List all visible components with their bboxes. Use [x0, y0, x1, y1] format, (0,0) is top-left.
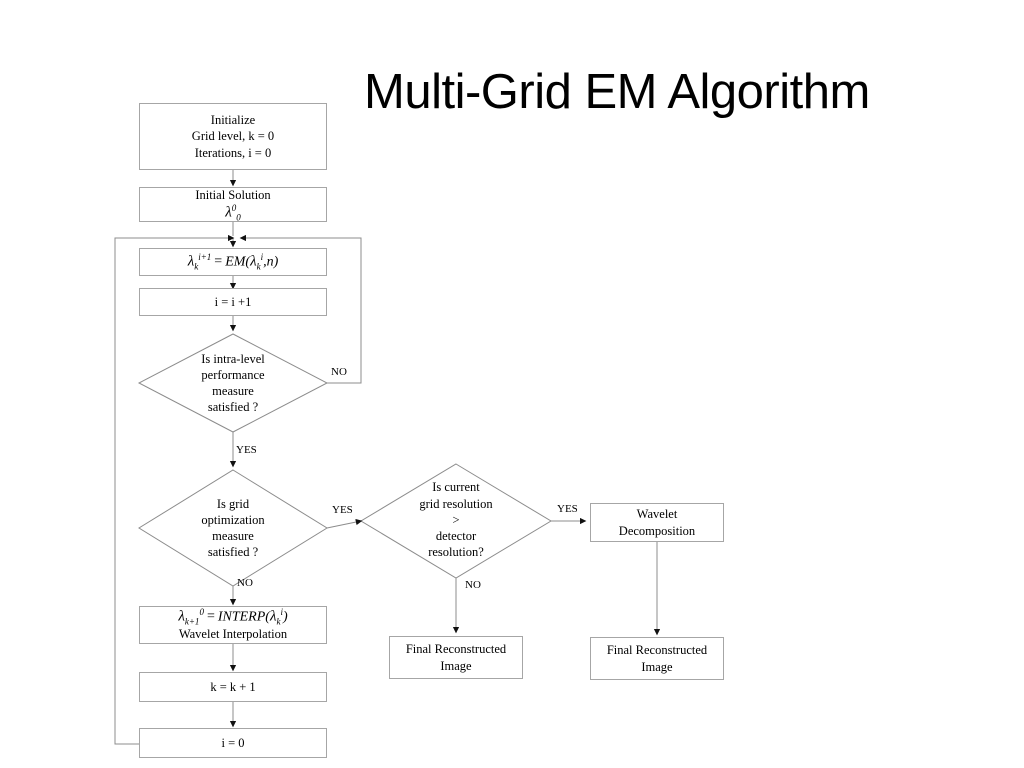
interp-arg-subscript: k — [276, 616, 281, 627]
node-wavelet-decomposition[interactable]: Wavelet Decomposition — [590, 503, 724, 542]
node-reset-i[interactable]: i = 0 — [139, 728, 327, 758]
initial-solution-label: Initial Solution — [195, 187, 271, 202]
reset-i-label: i = 0 — [221, 735, 245, 750]
grid-opt-line-3: measure — [212, 529, 254, 543]
edge-label-grid-no: NO — [237, 577, 253, 589]
final-image-right-line-2: Image — [641, 659, 673, 674]
edge-label-intra-no: NO — [331, 366, 347, 378]
node-final-image-right[interactable]: Final Reconstructed Image — [590, 637, 724, 680]
node-final-image-left[interactable]: Final Reconstructed Image — [389, 636, 523, 679]
em-step-formula: λki+1=EM(λki,n) — [187, 251, 279, 272]
em-arg-subscript: k — [256, 261, 261, 272]
node-intra-level-check[interactable]: Is intra-level performance measure satis… — [163, 350, 303, 416]
interp-arg-lambda: λ — [269, 608, 277, 625]
em-lhs-lambda: λ — [187, 253, 195, 270]
resolution-line-2: grid resolution — [419, 496, 493, 511]
lambda-superscript: 0 — [231, 202, 237, 213]
node-grid-opt-check[interactable]: Is grid optimization measure satisfied ? — [163, 495, 303, 561]
initial-solution-formula: λ00 — [225, 202, 241, 223]
intra-level-line-4: satisfied ? — [207, 400, 259, 415]
initialize-line-1: Initialize — [210, 113, 256, 128]
node-initial-solution[interactable]: Initial Solution λ00 — [139, 187, 327, 222]
interp-lhs-lambda: λ — [178, 608, 185, 625]
node-resolution-check[interactable]: Is current grid resolution > detector re… — [386, 478, 526, 562]
increment-k-label: k = k + 1 — [210, 679, 256, 694]
em-tail: ,n) — [263, 254, 279, 270]
grid-opt-line-4: satisfied ? — [207, 545, 259, 560]
resolution-line-4: detector — [435, 529, 477, 544]
interp-lhs-subscript: k+1 — [184, 616, 200, 627]
edge-label-grid-yes: YES — [332, 504, 353, 516]
interp-lhs-superscript: 0 — [199, 606, 204, 617]
lambda-symbol: λ — [225, 204, 232, 221]
final-image-left-line-1: Final Reconstructed — [405, 642, 507, 657]
em-arg-lambda: λ — [250, 253, 257, 270]
edge-label-resolution-yes: YES — [557, 503, 578, 515]
node-increment-k[interactable]: k = k + 1 — [139, 672, 327, 702]
interp-caption: Wavelet Interpolation — [178, 627, 288, 642]
em-arg-superscript: i — [260, 251, 264, 262]
final-image-right-line-1: Final Reconstructed — [606, 643, 708, 658]
interp-function-name: INTERP( — [217, 609, 270, 625]
grid-opt-line-2: optimization — [201, 512, 265, 527]
node-interp-step[interactable]: λk+10=INTERP(λki) Wavelet Interpolation — [139, 606, 327, 644]
lambda-subscript: 0 — [236, 212, 241, 223]
em-function-name: EM( — [225, 254, 251, 270]
intra-level-line-3: measure — [212, 384, 254, 398]
page-title: Multi-Grid EM Algorithm — [364, 65, 870, 119]
node-initialize[interactable]: Initialize Grid level, k = 0 Iterations,… — [139, 103, 327, 170]
grid-opt-line-1: Is grid — [216, 496, 250, 511]
interp-arg-superscript: i — [280, 606, 283, 617]
final-image-left-line-2: Image — [440, 658, 472, 673]
resolution-line-1: Is current — [432, 480, 480, 495]
interp-equals: = — [206, 609, 215, 625]
intra-level-line-2: performance — [201, 367, 265, 382]
wavelet-decomposition-line-1: Wavelet — [636, 507, 678, 522]
intra-level-line-1: Is intra-level — [201, 351, 265, 366]
interp-tail: ) — [282, 609, 288, 625]
initialize-line-3: Iterations, i = 0 — [194, 145, 272, 160]
initialize-line-2: Grid level, k = 0 — [191, 129, 275, 144]
edge-label-intra-yes: YES — [236, 444, 257, 456]
edge-label-resolution-no: NO — [465, 579, 481, 591]
interp-formula: λk+10=INTERP(λki) — [178, 606, 288, 627]
wavelet-decomposition-line-2: Decomposition — [618, 523, 696, 538]
em-lhs-superscript: i+1 — [198, 251, 212, 262]
em-lhs-subscript: k — [194, 261, 199, 272]
increment-i-label: i = i +1 — [214, 294, 252, 309]
node-em-step[interactable]: λki+1=EM(λki,n) — [139, 248, 327, 276]
resolution-line-3: > — [452, 512, 460, 527]
node-increment-i[interactable]: i = i +1 — [139, 288, 327, 316]
resolution-line-5: resolution? — [428, 545, 484, 560]
em-equals: = — [214, 254, 223, 270]
